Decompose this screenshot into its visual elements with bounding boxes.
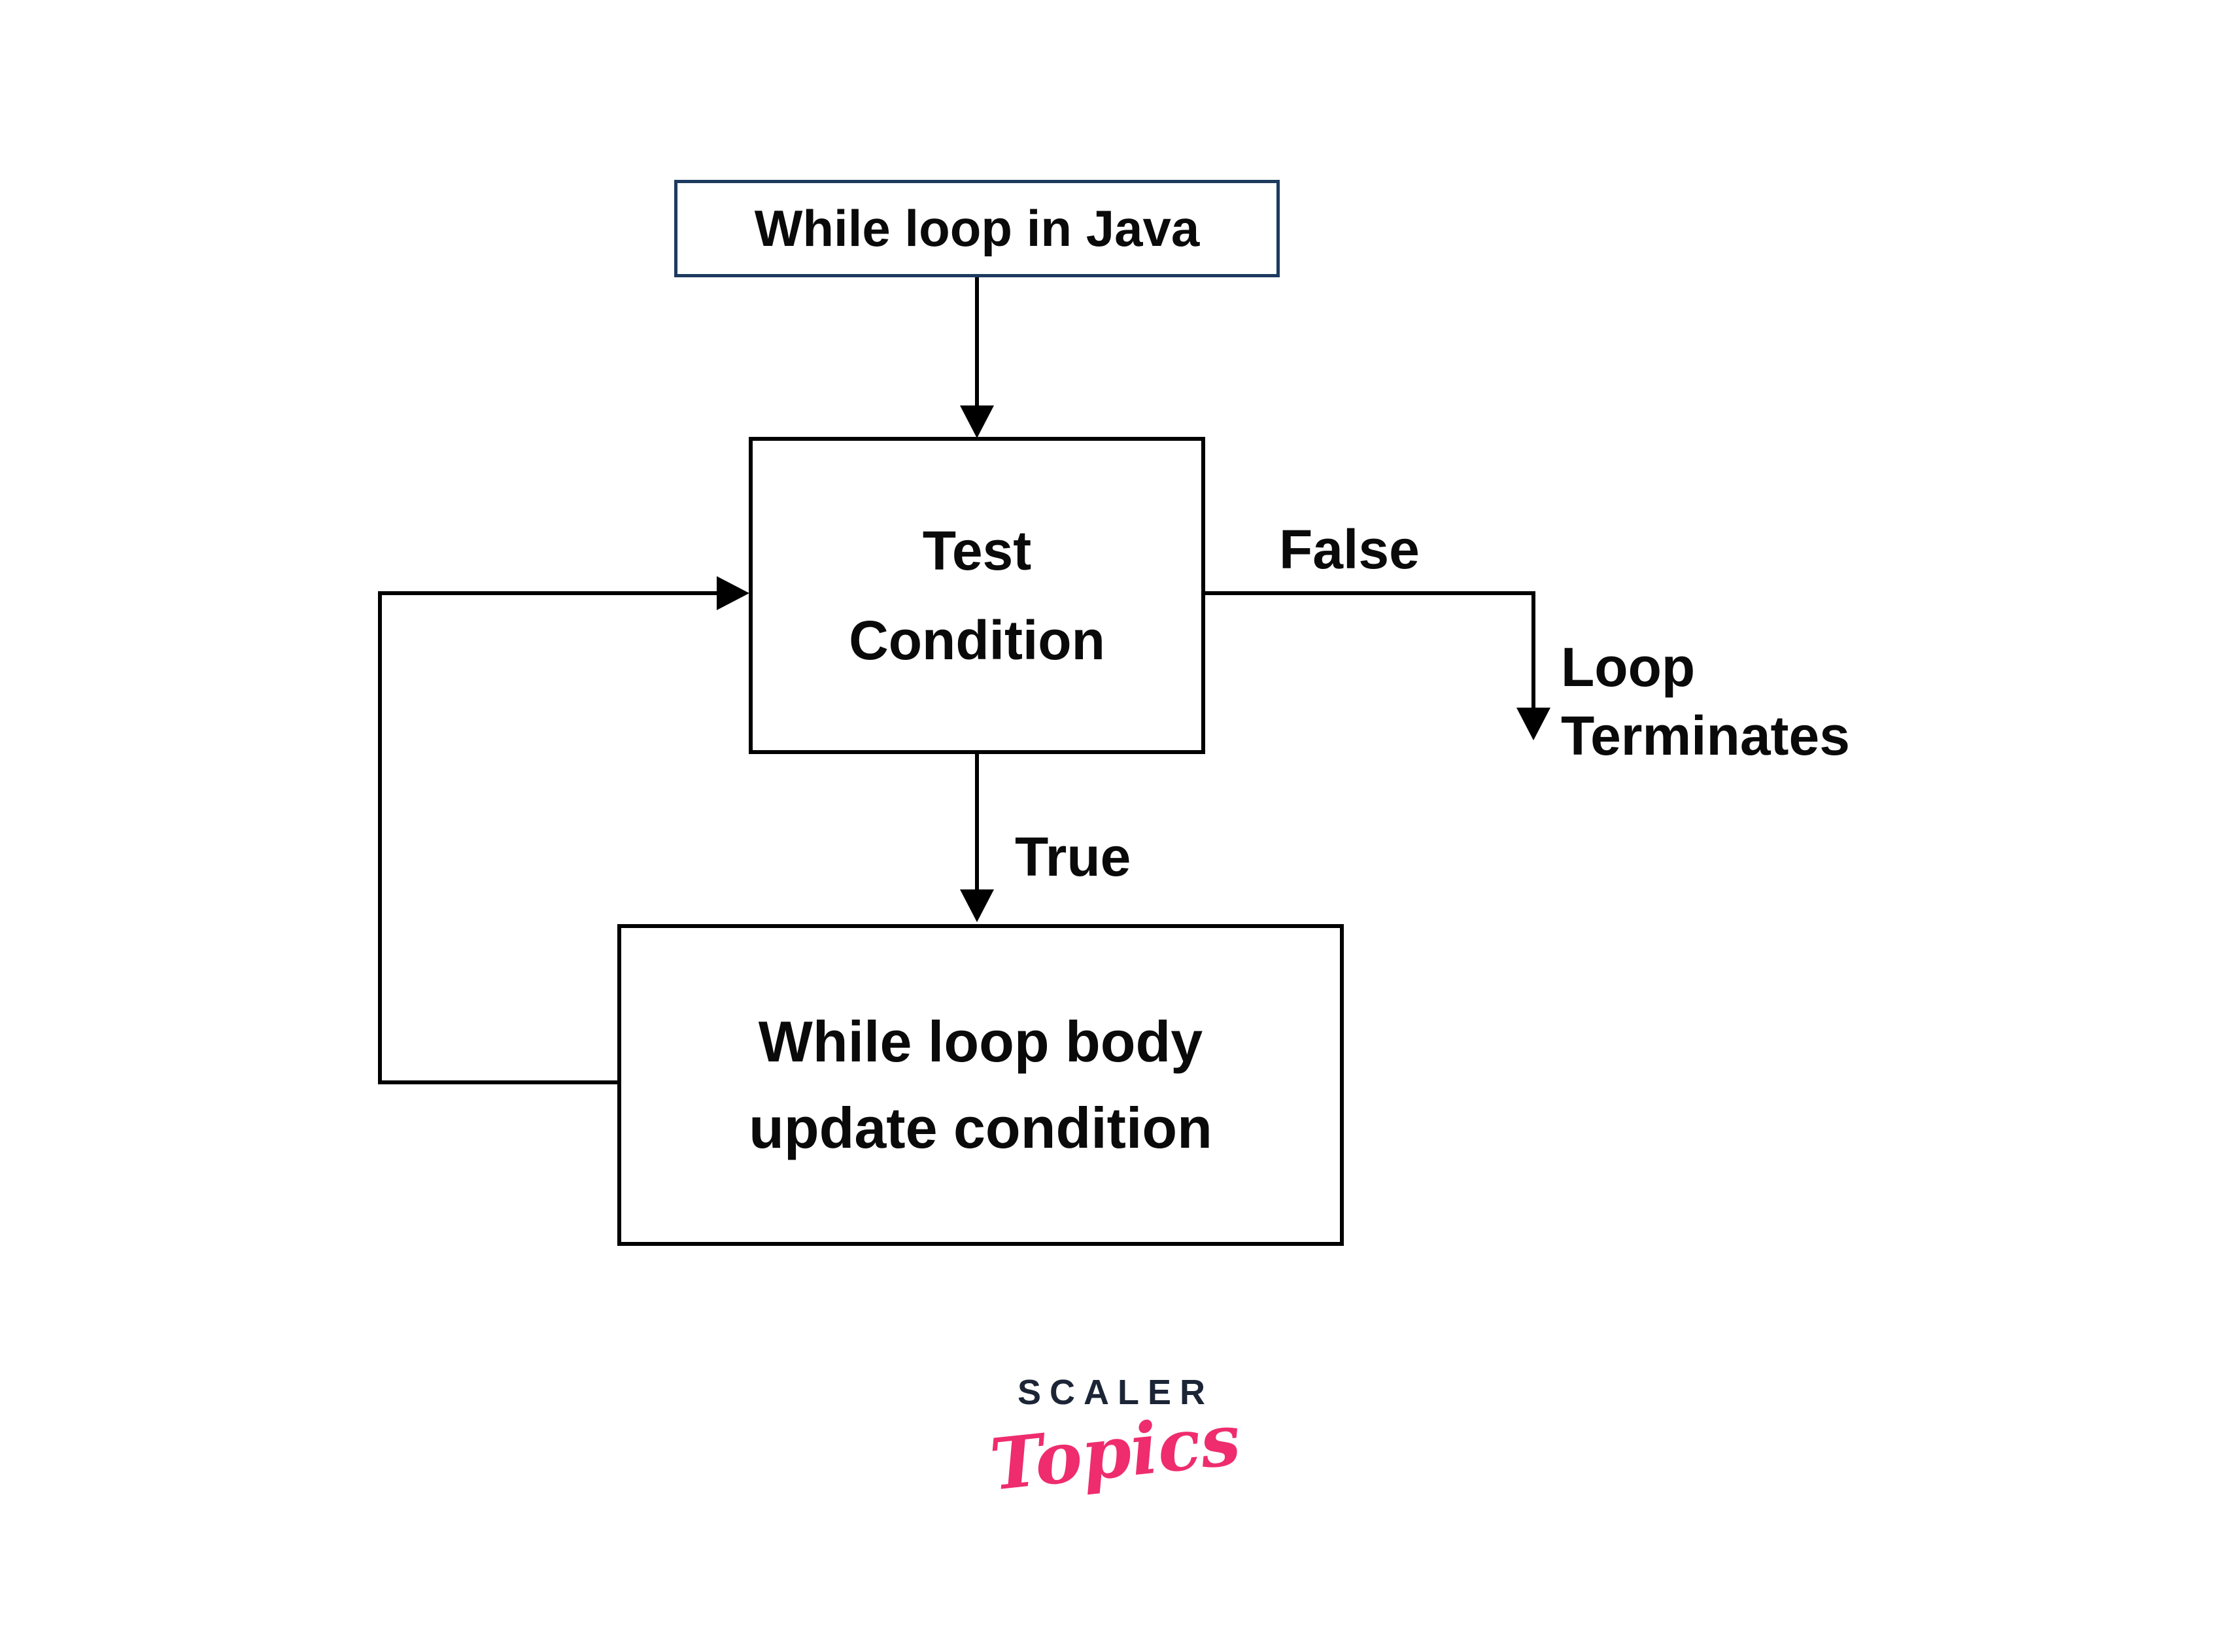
while-body-box: While loop body update condition <box>617 924 1344 1246</box>
loop-terminates-line1: Loop <box>1561 636 1696 698</box>
while-body-line2: update condition <box>749 1095 1212 1160</box>
logo-sub-text: Topics <box>986 1398 1245 1507</box>
title-box: While loop in Java <box>674 180 1280 277</box>
false-branch-line-horizontal <box>1205 591 1533 595</box>
loopback-line-bottom <box>378 1080 620 1084</box>
test-condition-box: Test Condition <box>749 437 1205 754</box>
true-branch-arrowhead-icon <box>960 889 994 922</box>
logo-brand-text: SCALER <box>1017 1373 1214 1412</box>
test-condition-line2: Condition <box>849 609 1105 671</box>
loopback-arrowhead-icon <box>717 576 749 610</box>
loopback-line-vertical <box>378 591 382 1084</box>
arrow-title-to-condition-head-icon <box>960 405 994 438</box>
loopback-line-top <box>378 591 718 595</box>
false-branch-line-vertical <box>1531 591 1535 709</box>
false-branch-arrowhead-icon <box>1516 708 1550 740</box>
arrow-title-to-condition-line <box>975 277 979 408</box>
loop-terminates-line2: Terminates <box>1561 705 1850 766</box>
true-label: True <box>1015 826 1131 887</box>
test-condition-line1: Test <box>922 520 1032 582</box>
while-body-line1: While loop body <box>758 1009 1203 1074</box>
false-label: False <box>1279 519 1420 580</box>
title-box-label: While loop in Java <box>754 199 1200 257</box>
scaler-topics-logo: SCALER Topics <box>985 1372 1246 1507</box>
true-branch-line <box>975 754 979 891</box>
loop-terminates-label: Loop Terminates <box>1561 633 1850 770</box>
